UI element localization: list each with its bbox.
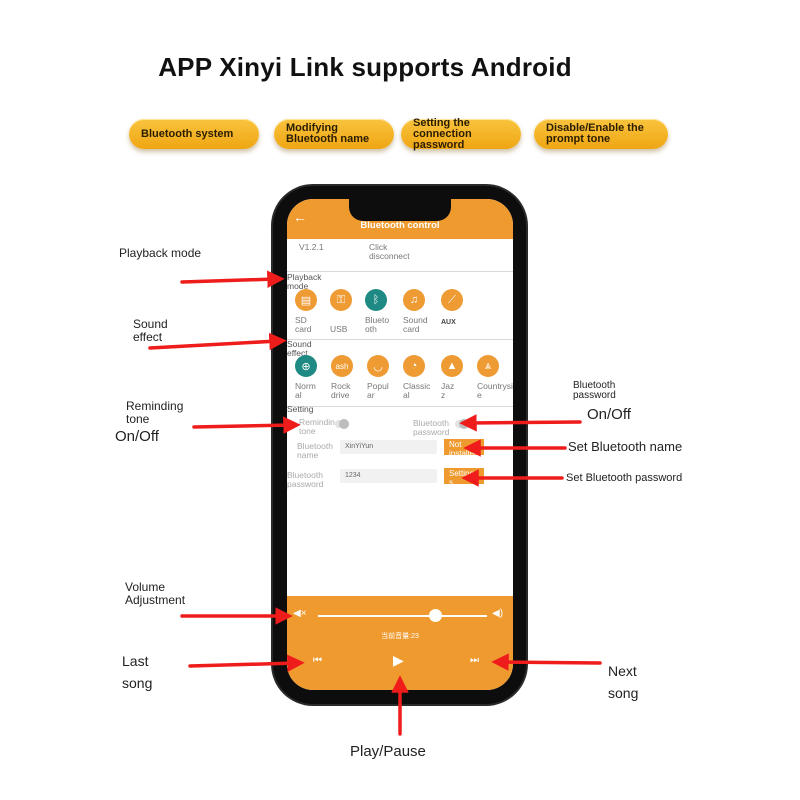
effect-label: Jaz z	[441, 381, 455, 400]
sound-effect-label: Sound effect	[287, 339, 312, 358]
skip-back-icon[interactable]: ⏮	[313, 655, 322, 666]
divider	[287, 406, 513, 407]
callout-bt-password: Bluetooth password	[573, 380, 616, 401]
tree-icon: ⩓	[477, 355, 499, 377]
reminding-tone-toggle[interactable]	[335, 419, 349, 429]
effect-label: Rock drive	[331, 381, 351, 400]
feature-pill-bluetooth-name: Modifying Bluetooth name	[274, 119, 394, 149]
version-text: V1.2.1	[299, 242, 324, 252]
mode-label: Sound card	[403, 315, 428, 334]
mode-usb[interactable]: ⚿ USB	[330, 289, 362, 334]
disconnect-button[interactable]: Click disconnect	[369, 242, 410, 261]
page-headline: APP Xinyi Link supports Android	[158, 52, 572, 82]
bt-password-label: Bluetooth password	[287, 470, 324, 489]
callout-on-off-right: On/Off	[587, 406, 631, 423]
disc-icon: ◔	[403, 355, 425, 377]
effect-label: Norm al	[295, 381, 316, 400]
setting-label: Setting	[287, 404, 314, 414]
bt-password-input[interactable]: 1234	[340, 469, 437, 483]
mode-bluetooth[interactable]: ᛒ Blueto oth	[365, 289, 399, 334]
callout-last-song: Last song	[122, 653, 153, 691]
plus-circle-icon: ⊕	[295, 355, 317, 377]
phone-notch	[349, 199, 451, 221]
callout-play-pause: Play/Pause	[350, 743, 426, 760]
effect-jazz[interactable]: ▲ Jaz z	[441, 355, 473, 400]
effect-countryside[interactable]: ⩓ Countrysid e	[477, 355, 513, 400]
feature-pill-bluetooth-system: Bluetooth system	[129, 119, 259, 149]
feature-pill-password: Setting the connection password	[401, 116, 521, 151]
bluetooth-icon: ᛒ	[365, 289, 387, 311]
divider	[287, 339, 513, 340]
effect-label: Popul ar	[367, 381, 389, 400]
reminding-tone-label: Remindin tone	[299, 417, 335, 436]
volume-slider-knob[interactable]	[429, 609, 442, 622]
callout-playback-mode: Playback mode	[119, 246, 202, 260]
feature-pill-label: Modifying Bluetooth name	[286, 122, 370, 145]
mode-label: USB	[330, 324, 348, 334]
mode-sound-card[interactable]: ♫ Sound card	[403, 289, 437, 334]
aux-icon: ⟋	[441, 289, 463, 311]
callout-sound-effect: Sound effect	[133, 317, 168, 344]
headphones-icon: ◡	[367, 355, 389, 377]
arrow-last-song	[188, 654, 305, 672]
bt-name-input[interactable]: XinYiYun	[340, 440, 437, 454]
feature-pill-prompt-tone: Disable/Enable the prompt tone	[534, 119, 668, 149]
feature-pill-label: Disable/Enable the prompt tone	[546, 122, 644, 145]
mode-aux[interactable]: ⟋ AUX	[441, 289, 475, 327]
player-panel: ◀× ◀) 当前音量:23 ⏮ ▶ ⏭	[287, 596, 513, 690]
callout-volume: Volume Adjustment	[125, 580, 186, 607]
arrow-bt-password-toggle	[459, 414, 582, 432]
app-title: Bluetooth control	[360, 220, 440, 231]
usb-icon: ⚿	[330, 289, 352, 311]
arrow-left-icon[interactable]: ←	[293, 209, 307, 225]
playback-mode-list: ▤ SD card ⚿ USB ᛒ Blueto oth ♫ Sound car…	[295, 289, 511, 339]
volume-low-icon[interactable]: ◀×	[293, 608, 307, 619]
arrow-playback-mode	[180, 270, 285, 289]
divider	[287, 271, 513, 272]
arrow-sound-effect	[148, 332, 287, 351]
arrow-next-song	[491, 653, 602, 671]
volume-slider-track[interactable]	[318, 615, 487, 617]
mode-sd-card[interactable]: ▤ SD card	[295, 289, 327, 334]
mode-label: SD card	[295, 315, 312, 334]
callout-reminding-tone: Reminding tone	[126, 399, 184, 426]
effect-classical[interactable]: ◔ Classic al	[403, 355, 439, 400]
effect-label: Countrysid e	[477, 381, 513, 400]
bt-password-toggle-label: Bluetooth password	[413, 418, 450, 437]
mode-label: AUX	[441, 319, 456, 326]
bt-name-label: Bluetooth name	[297, 441, 333, 460]
play-icon[interactable]: ▶	[393, 652, 404, 668]
effect-popular[interactable]: ◡ Popul ar	[367, 355, 399, 400]
callout-next-song: Next song	[608, 663, 639, 701]
feature-pill-label: Setting the connection password	[413, 116, 472, 151]
effect-label: Classic al	[403, 381, 431, 400]
volume-text: 当前音量:23	[381, 633, 419, 640]
volume-high-icon[interactable]: ◀)	[492, 608, 504, 619]
effect-rock-drive[interactable]: ash Rock drive	[331, 355, 363, 400]
hat-icon: ▲	[441, 355, 463, 377]
mode-label: Blueto oth	[365, 315, 390, 334]
music-note-icon: ♫	[403, 289, 425, 311]
callout-on-off-left: On/Off	[115, 428, 159, 445]
rock-hand-icon: ash	[331, 355, 353, 377]
arrow-reminding-tone	[192, 416, 301, 434]
skip-forward-icon[interactable]: ⏭	[470, 655, 479, 666]
playback-mode-label: Playback mode	[287, 272, 322, 291]
sound-effect-list: ⊕ Norm al ash Rock drive ◡ Popul ar ◔ Cl…	[295, 355, 513, 407]
callout-set-bt-name: Set Bluetooth name	[568, 439, 683, 454]
feature-pill-label: Bluetooth system	[141, 127, 234, 140]
callout-set-bt-password: Set Bluetooth password	[566, 472, 683, 484]
effect-normal[interactable]: ⊕ Norm al	[295, 355, 327, 400]
sd-card-icon: ▤	[295, 289, 317, 311]
